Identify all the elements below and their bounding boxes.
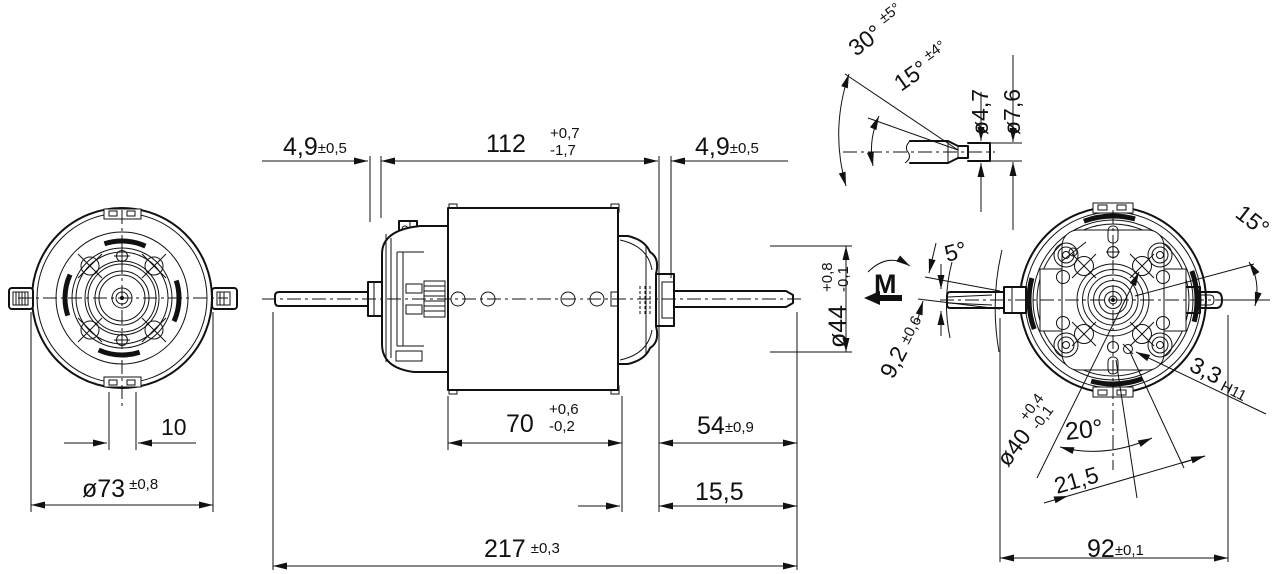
dim-right-gap: 4,9±0,5 bbox=[695, 133, 759, 161]
dim-body-length: 112+0,7-1,7 bbox=[486, 125, 580, 159]
side-view bbox=[262, 203, 802, 395]
end-shield bbox=[617, 235, 675, 365]
dim-angle-20: 20° bbox=[1059, 414, 1153, 454]
dim-shaft-ext: 54±0,9 bbox=[697, 412, 754, 440]
svg-text:15°: 15° bbox=[1231, 199, 1274, 241]
dim-shaft-diameter: ø7,6 bbox=[999, 89, 1025, 135]
svg-text:92±0,1: 92±0,1 bbox=[1087, 535, 1144, 563]
rotation-marking: M bbox=[864, 255, 911, 305]
svg-text:3,3H11: 3,3H11 bbox=[1185, 351, 1254, 405]
screw-bosses bbox=[1053, 242, 1173, 358]
dim-flat-width: 9,2±0,6 bbox=[874, 311, 928, 382]
dim-row-bottom: 70+0,6-0,2 54±0,9 15,5 217±0,3 bbox=[272, 312, 798, 570]
dim-overall-length: 217±0,3 bbox=[484, 535, 560, 563]
dim-row-top: 4,9±0,5 112+0,7-1,7 4,9±0,5 bbox=[262, 125, 788, 512]
dim-shield-diameter-44: ø44+0,8-0,1 bbox=[770, 245, 852, 353]
svg-text:20°: 20° bbox=[1064, 414, 1105, 446]
commutator bbox=[423, 280, 446, 318]
svg-text:21,5: 21,5 bbox=[1051, 461, 1101, 498]
dim-angle-30: 30°±5° bbox=[842, 0, 910, 61]
svg-text:ø40+0,4-0,1: ø40+0,4-0,1 bbox=[987, 390, 1059, 471]
dim-housing-diameter: ø73±0,8 bbox=[82, 475, 158, 503]
left-end-view bbox=[8, 207, 238, 408]
dim-shield-length: 15,5 bbox=[695, 478, 744, 506]
dim-shaft-flat: 5° 9,2±0,6 bbox=[874, 236, 1003, 382]
brush-end-assembly bbox=[381, 220, 448, 373]
dim-angle-5: 5° bbox=[942, 236, 970, 267]
detail-shaft bbox=[909, 140, 969, 164]
direction-arrow bbox=[864, 291, 902, 305]
dim-angle-15-detail: 15°±4° bbox=[888, 37, 955, 96]
dim-mount-width-92: 92±0,1 bbox=[999, 315, 1229, 563]
dim-left-view: 10 ø73±0,8 bbox=[30, 312, 214, 512]
rotation-arc-arrow bbox=[867, 255, 911, 273]
dim-chamfer-diameter: ø4,7 bbox=[967, 89, 993, 135]
shaft-end-detail: 30°±5° 15°±4° ø4,7 ø7,6 bbox=[838, 0, 1025, 230]
dim-pole-length: 70+0,6-0,2 bbox=[506, 401, 579, 438]
dim-tab-width: 10 bbox=[161, 414, 187, 440]
right-end-view bbox=[940, 202, 1270, 470]
small-features bbox=[1061, 225, 1134, 375]
dim-left-gap: 4,9±0,5 bbox=[283, 133, 347, 161]
svg-text:ø44+0,8-0,1: ø44+0,8-0,1 bbox=[819, 262, 852, 348]
